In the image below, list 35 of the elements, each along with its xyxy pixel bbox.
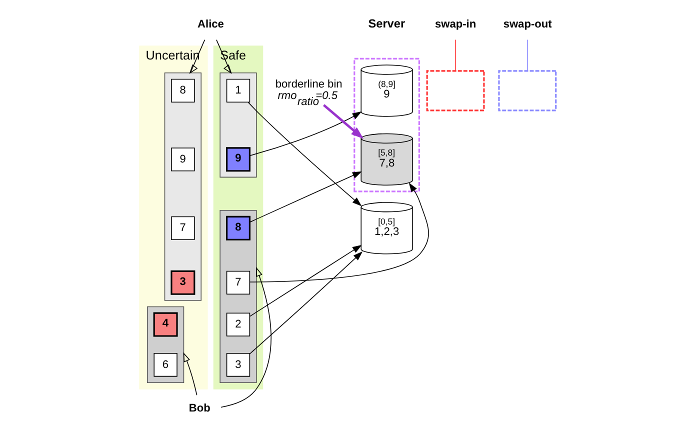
node-box: 6 [154, 353, 178, 377]
cluster [220, 210, 257, 384]
arrow [220, 266, 272, 408]
arrow [323, 104, 364, 139]
node-box: 8 [226, 216, 250, 240]
connector [527, 39, 528, 72]
node-box [498, 70, 557, 112]
arrow [248, 102, 362, 206]
cluster [220, 72, 257, 178]
arrow [250, 171, 362, 222]
node-box: 1 [226, 78, 250, 103]
node-box: 4 [153, 312, 178, 337]
node-text: Alice [198, 18, 224, 31]
arrow [189, 39, 206, 74]
connector [455, 39, 456, 72]
label: Server [368, 16, 406, 30]
node-text: swap-out [503, 18, 552, 31]
node-box: 7 [171, 216, 195, 240]
node-box: 3 [170, 270, 196, 295]
arrow [249, 182, 429, 282]
node-box: 9 [226, 147, 250, 172]
arrow [250, 244, 362, 317]
node-box: 2 [226, 312, 250, 336]
node-box: 7 [226, 270, 250, 295]
arrow [249, 111, 362, 156]
arrow [183, 352, 198, 396]
cluster [146, 306, 184, 384]
node-box: 3 [226, 353, 250, 377]
node-text: swap-in [434, 18, 476, 31]
node-box [426, 70, 485, 112]
cluster [164, 72, 202, 301]
node-box: 8 [171, 78, 195, 103]
arrow [249, 251, 363, 354]
node-text: Bob [188, 402, 210, 415]
node-box: 9 [171, 148, 195, 172]
